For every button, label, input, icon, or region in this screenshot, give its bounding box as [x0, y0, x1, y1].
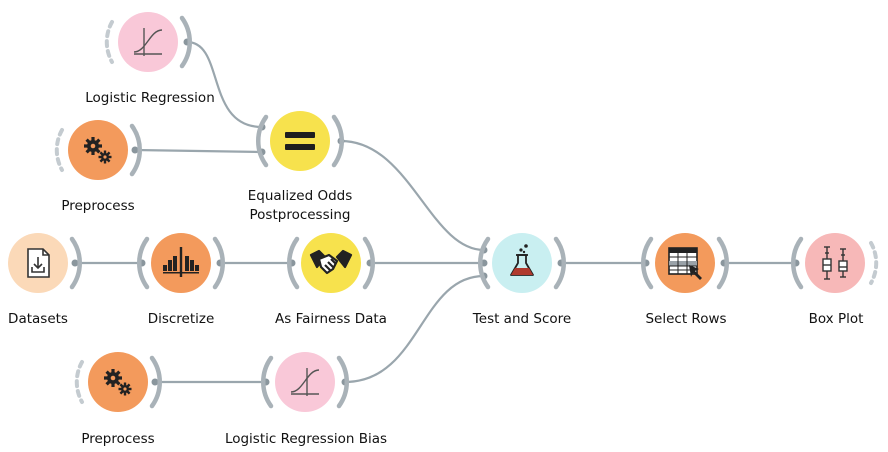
handshake-icon — [309, 249, 353, 275]
sigmoid-curve-icon — [133, 28, 163, 56]
box-plot-icon — [822, 246, 848, 280]
node-datasets[interactable] — [8, 233, 83, 293]
node-test-and-score[interactable] — [477, 233, 567, 293]
label-equalized-odds-line1: Equalized Odds — [247, 188, 353, 204]
sigmoid-curve-icon — [290, 368, 320, 396]
link-bias-to-testscore[interactable] — [344, 274, 485, 384]
label-as-fairness-data: As Fairness Data — [275, 311, 387, 327]
histogram-split-icon — [163, 247, 199, 277]
gears-icon — [104, 369, 132, 396]
equals-icon — [285, 132, 315, 150]
node-select-rows[interactable] — [640, 233, 730, 293]
node-equalized-odds[interactable] — [255, 111, 345, 171]
links — [75, 40, 796, 384]
label-equalized-odds-line2: Postprocessing — [249, 207, 351, 223]
link-eqodds-to-testscore[interactable] — [340, 139, 485, 252]
label-preprocess-top: Preprocess — [61, 198, 135, 214]
node-logistic-regression-bias[interactable] — [260, 352, 350, 412]
node-as-fairness-data[interactable] — [286, 233, 376, 293]
node-preprocess-top[interactable] — [54, 120, 143, 180]
node-logistic-regression[interactable] — [104, 12, 193, 72]
flask-icon — [510, 244, 534, 276]
gears-icon — [84, 137, 112, 164]
node-discretize[interactable] — [136, 233, 226, 293]
node-box-plot[interactable] — [790, 233, 879, 293]
download-document-icon — [27, 248, 50, 278]
link-logreg-to-eqodds[interactable] — [186, 40, 263, 129]
label-select-rows: Select Rows — [645, 311, 727, 327]
label-box-plot: Box Plot — [808, 311, 864, 327]
node-preprocess-bottom[interactable] — [74, 352, 163, 412]
table-select-icon — [668, 247, 702, 280]
label-datasets: Datasets — [8, 311, 68, 327]
label-logistic-regression: Logistic Regression — [85, 90, 215, 106]
label-discretize: Discretize — [147, 311, 215, 327]
link-preprocess-to-eqodds[interactable] — [134, 148, 263, 154]
label-test-and-score: Test and Score — [472, 311, 572, 327]
label-logistic-regression-bias: Logistic Regression Bias — [224, 431, 388, 447]
label-preprocess-bottom: Preprocess — [81, 431, 155, 447]
